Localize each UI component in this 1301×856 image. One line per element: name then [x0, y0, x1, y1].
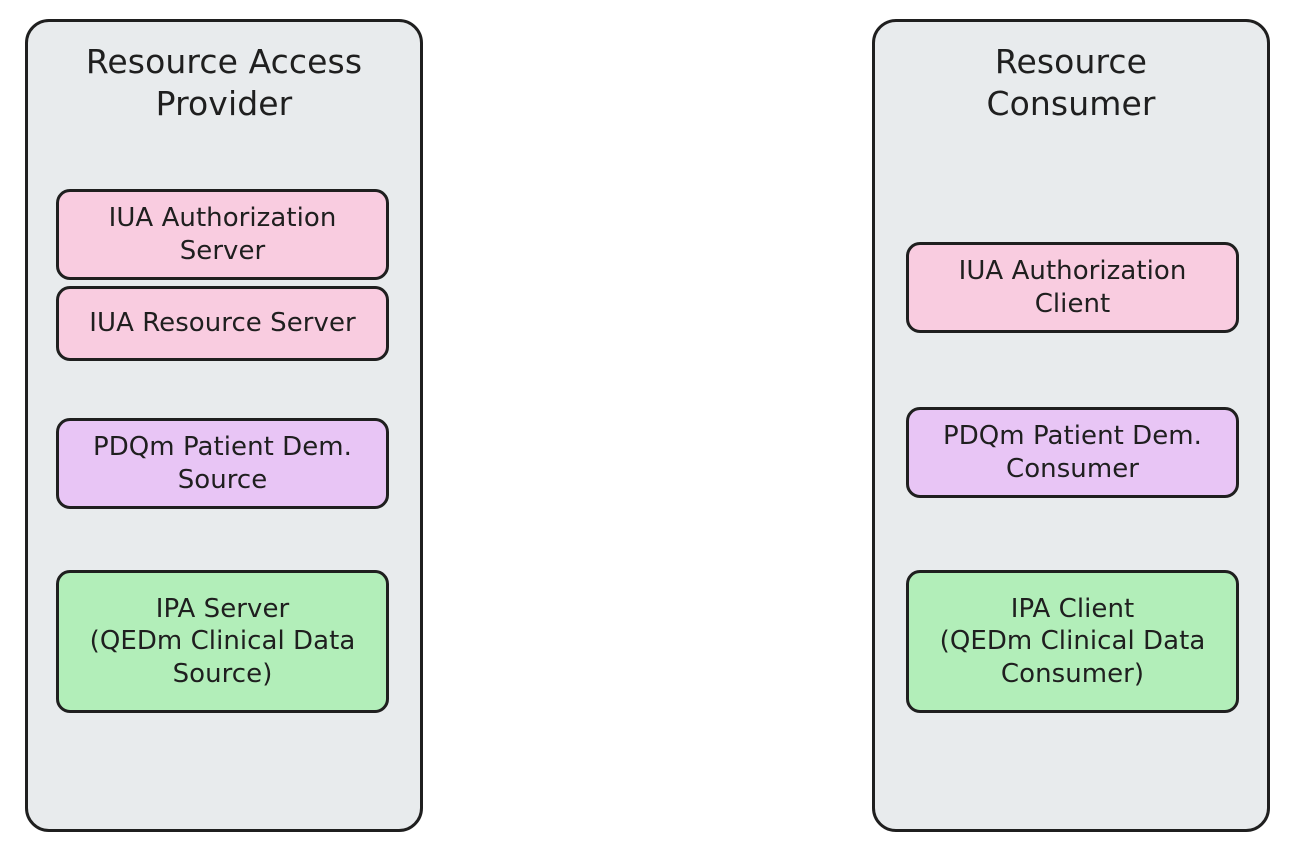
node-ipa-server[interactable]: IPA Server (QEDm Clinical Data Source) [56, 570, 389, 713]
group-resource-consumer[interactable]: Resource Consumer IUA Authorization Clie… [872, 19, 1270, 832]
node-iua-resource-server[interactable]: IUA Resource Server [56, 286, 389, 361]
node-pdqm-patient-dem-consumer[interactable]: PDQm Patient Dem. Consumer [906, 407, 1239, 498]
node-iua-authorization-server[interactable]: IUA Authorization Server [56, 189, 389, 280]
node-iua-authorization-client[interactable]: IUA Authorization Client [906, 242, 1239, 333]
node-pdqm-patient-dem-source[interactable]: PDQm Patient Dem. Source [56, 418, 389, 509]
node-ipa-client[interactable]: IPA Client (QEDm Clinical Data Consumer) [906, 570, 1239, 713]
group-title-resource-consumer: Resource Consumer [986, 42, 1156, 124]
group-resource-access-provider[interactable]: Resource Access Provider IUA Authorizati… [25, 19, 423, 832]
group-title-resource-access-provider: Resource Access Provider [85, 42, 363, 124]
